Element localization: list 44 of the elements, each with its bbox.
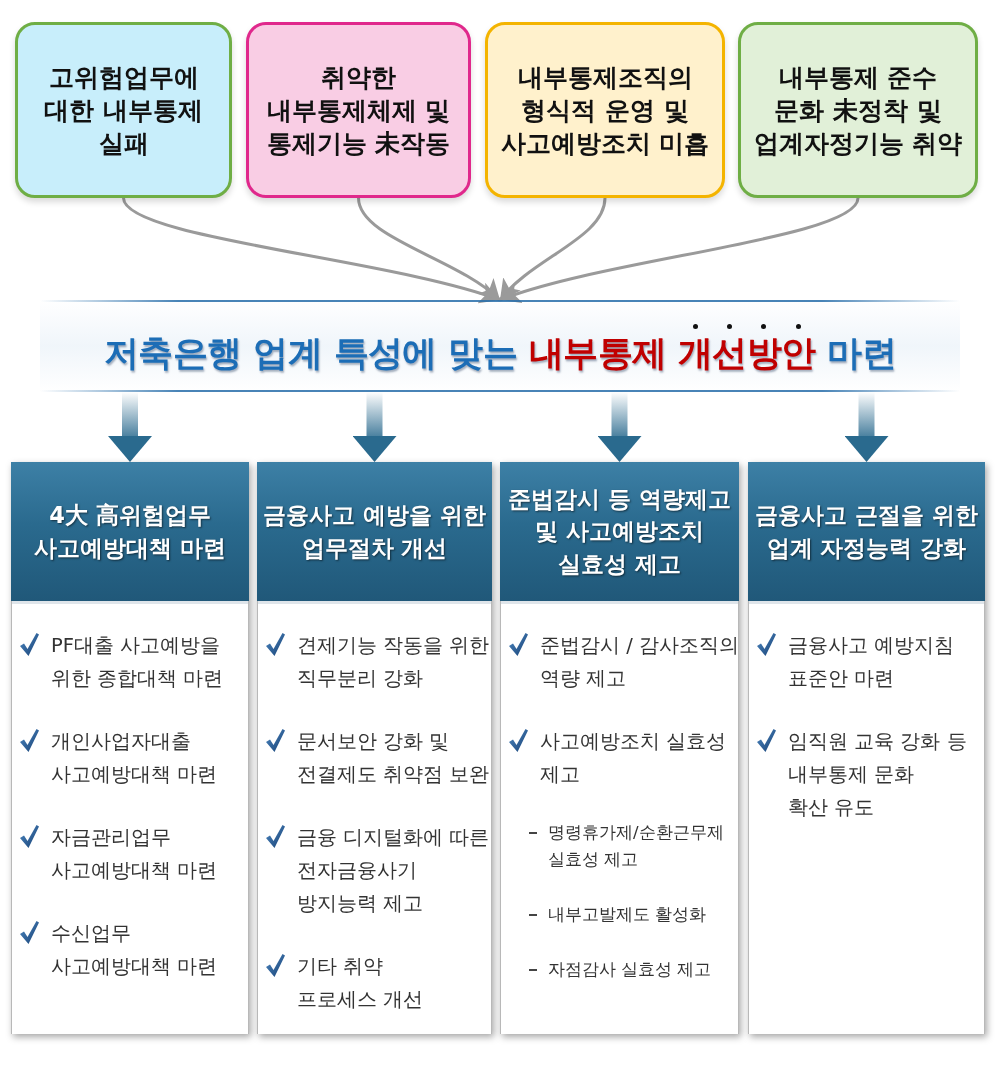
banner-heading: 저축은행 업계 특성에 맞는 내부통제 개선방안 마련 — [104, 334, 896, 372]
sub-item-text: 자점감사 실효성 제고 — [548, 959, 712, 981]
list-item-text: 임직원 교육 강화 등 내부통제 문화 확산 유도 — [788, 729, 967, 821]
box-label: 내부통제조직의 형식적 운영 및 사고예방조치 미흡 — [500, 61, 710, 160]
column-heading: 금융사고 예방을 위한 업무절차 개선 — [263, 500, 486, 563]
list-item-text: 자금관리업무 사고예방대책 마련 — [51, 825, 218, 884]
checklist-panel — [501, 601, 738, 1034]
list-item-text: PF대출 사고예방을 위한 종합대책 마련 — [51, 633, 224, 692]
column-card — [500, 462, 739, 1034]
sub-item-text: 명령휴가제/순환근무제 실효성 제고 — [548, 822, 724, 871]
cause-box — [15, 22, 232, 198]
column-heading: 4大 高위험업무 사고예방대책 마련 — [34, 500, 226, 563]
down-arrow — [597, 392, 642, 462]
box-label: 내부통제 준수 문화 未정착 및 업계자정기능 취약 — [753, 61, 963, 160]
cause-box — [485, 22, 725, 198]
checklist-panel — [12, 601, 248, 1034]
list-item-text: 사고예방조치 실효성 제고 — [540, 729, 727, 788]
column-heading: 금융사고 근절을 위한 업계 자정능력 강화 — [755, 500, 978, 563]
cause-box — [246, 22, 471, 198]
checklist-panel — [749, 601, 984, 1034]
column-heading: 준법감시 등 역량제고 및 사고예방조치 실효성 제고 — [508, 484, 731, 579]
list-item-text: 견제기능 작동을 위한 직무분리 강화 — [297, 633, 490, 692]
list-item-text: 문서보안 강화 및 전결제도 취약점 보완 — [297, 729, 490, 788]
list-item-text: 개인사업자대출 사고예방대책 마련 — [51, 729, 218, 788]
merge-arrow — [498, 197, 607, 301]
title-banner — [40, 300, 960, 392]
list-item-text: 기타 취약 프로세스 개선 — [297, 954, 424, 1013]
list-item-text: 수신업무 사고예방대책 마련 — [51, 921, 218, 980]
sub-item-text: 내부고발제도 활성화 — [548, 904, 707, 926]
box-label: 고위험업무에 대한 내부통제 실패 — [44, 61, 203, 160]
checklist-panel — [258, 601, 491, 1034]
column-card — [11, 462, 249, 1034]
merge-arrow — [122, 197, 501, 305]
down-arrow — [844, 392, 889, 462]
column-card — [748, 462, 985, 1034]
box-label: 취약한 내부통제체제 및 통제기능 未작동 — [266, 61, 451, 160]
cause-box — [738, 22, 978, 198]
merge-arrow — [499, 197, 860, 304]
down-arrow — [108, 392, 152, 462]
list-item-text: 준법감시 / 감사조직의 역량 제고 — [540, 633, 739, 692]
column-card — [257, 462, 492, 1034]
list-item-text: 금융사고 예방지침 표준안 마련 — [788, 633, 955, 692]
list-item-text: 금융 디지털화에 따른 전자금융사기 방지능력 제고 — [297, 825, 490, 917]
down-arrow — [352, 392, 397, 462]
